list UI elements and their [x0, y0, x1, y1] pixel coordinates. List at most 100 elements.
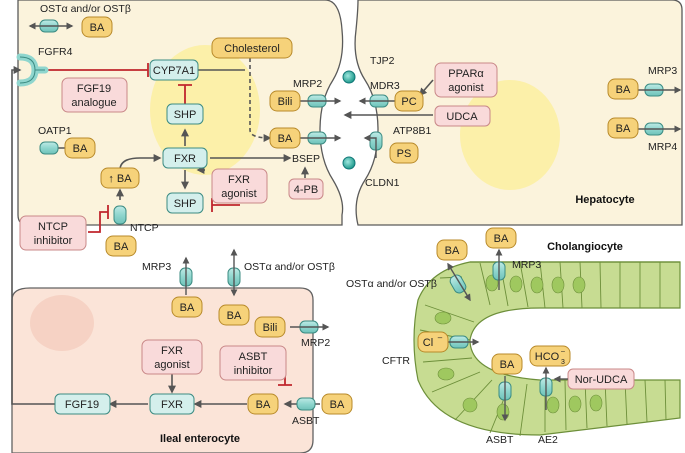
svg-text:BA: BA — [114, 241, 129, 253]
svg-text:BA: BA — [500, 359, 515, 371]
transporter-ae2 — [539, 366, 553, 410]
ppara-to-mdr3-arrow — [418, 79, 434, 97]
svg-text:PS: PS — [397, 148, 412, 160]
shp-inhibit-cyp7a1 — [178, 84, 192, 104]
svg-text:↑ BA: ↑ BA — [108, 173, 132, 185]
svg-text:SHP: SHP — [174, 198, 197, 210]
mdr3-label: MDR3 — [370, 80, 400, 92]
fgfr4-inhibit-cyp7a1 — [45, 63, 149, 77]
svg-text:FXR: FXR — [174, 153, 196, 165]
svg-text:HCO: HCO — [535, 351, 560, 363]
svg-text:FGF19: FGF19 — [65, 399, 99, 411]
udca-box: UDCA — [434, 105, 491, 127]
svg-text:BA: BA — [73, 143, 88, 155]
transporter-ost-top — [28, 19, 74, 33]
svg-text:FXR: FXR — [228, 174, 250, 186]
svg-text:UDCA: UDCA — [446, 111, 478, 123]
fgfr4-receptor — [16, 53, 49, 87]
transporter-mrp4-hep — [638, 122, 682, 136]
svg-text:CYP7A1: CYP7A1 — [153, 65, 195, 77]
fxr-hep-box: FXR — [162, 147, 208, 169]
svg-text:Cholesterol: Cholesterol — [224, 43, 280, 55]
fgf19-loop-arrow — [11, 66, 55, 405]
svg-text:–: – — [561, 348, 565, 355]
transporter-asbt-chol — [498, 376, 512, 422]
ba-pill: BA — [81, 16, 113, 38]
svg-text:Cl: Cl — [423, 337, 433, 349]
transporter-mrp2-hep — [298, 94, 342, 108]
svg-text:4-PB: 4-PB — [294, 184, 318, 196]
oatp1-label: OATP1 — [38, 125, 72, 137]
svg-text:BA: BA — [616, 123, 631, 135]
ba-pill: BA — [64, 137, 96, 159]
nor-udca-box: Nor-UDCA — [567, 368, 635, 390]
svg-text:BA: BA — [616, 84, 631, 96]
ost-top-label: OSTα and/or OSTβ — [40, 3, 131, 15]
svg-text:inhibitor: inhibitor — [34, 235, 73, 247]
asbt-chol-label: ASBT — [486, 434, 514, 446]
ba-pill: BA — [269, 127, 301, 149]
transporter-mrp3-ent — [179, 256, 193, 295]
pb4-box: 4-PB — [288, 178, 324, 200]
tjp2-label: TJP2 — [370, 55, 395, 67]
cyp7a1-box: CYP7A1 — [149, 59, 199, 81]
ntcp-inhibitor-box: NTCP inhibitor — [19, 215, 87, 251]
ost-chol-label: OSTα and/or OSTβ — [346, 278, 437, 290]
svg-text:FXR: FXR — [161, 399, 183, 411]
hepatocyte-label: Hepatocyte — [575, 194, 634, 206]
shp-lower-box: SHP — [166, 192, 204, 214]
ae2-label: AE2 — [538, 434, 558, 446]
svg-text:Nor-UDCA: Nor-UDCA — [575, 374, 628, 386]
atp8b1-label: ATP8B1 — [393, 125, 431, 137]
mrp2-ent-label: MRP2 — [301, 337, 330, 349]
pc-box: PC — [394, 90, 424, 112]
transporter-bsep — [298, 131, 342, 145]
transporter-mrp2-ent — [290, 320, 330, 334]
mrp2-hep-label: MRP2 — [293, 78, 322, 90]
ba-pill: BA — [247, 393, 279, 415]
ba-pill: BA — [105, 235, 137, 257]
bili-hep-box: Bili — [269, 90, 301, 112]
ba-pill: BA — [485, 227, 517, 249]
svg-text:agonist: agonist — [154, 359, 189, 371]
transporter-ntcp — [113, 205, 127, 225]
cftr-label: CFTR — [382, 355, 410, 367]
svg-text:BA: BA — [278, 133, 293, 145]
ba-pill: BA — [321, 393, 353, 415]
asbt-ent-label: ASBT — [292, 415, 320, 427]
cldn1-label: CLDN1 — [365, 177, 400, 189]
svg-text:analogue: analogue — [71, 97, 116, 109]
svg-text:SHP: SHP — [174, 109, 197, 121]
mrp3-ent-label: MRP3 — [142, 261, 171, 273]
svg-text:BA: BA — [256, 399, 271, 411]
fxr-ent-box: FXR — [149, 393, 195, 415]
svg-text:agonist: agonist — [448, 82, 483, 94]
bili-ent-box: Bili — [254, 316, 286, 338]
chol-to-ba-arrow — [249, 58, 272, 142]
shp-upper-box: SHP — [166, 103, 204, 125]
svg-text:BA: BA — [90, 22, 105, 34]
tjp2-junction — [342, 70, 356, 84]
svg-text:3: 3 — [561, 359, 565, 366]
svg-text:BA: BA — [227, 310, 242, 322]
mrp3-hep-label: MRP3 — [648, 65, 677, 77]
ba-pill: BA — [218, 304, 250, 326]
svg-text:BA: BA — [330, 399, 345, 411]
ba-pill: BA — [171, 296, 203, 318]
transporter-mrp3-hep — [638, 83, 682, 97]
enterocyte-label: Ileal enterocyte — [160, 433, 240, 445]
transporter-ost-ent — [227, 248, 241, 297]
ntcp-inhibitor-line — [88, 205, 109, 233]
svg-text:Bili: Bili — [278, 96, 293, 108]
fxr-agonist-inhibit-shp — [211, 198, 240, 212]
svg-text:inhibitor: inhibitor — [234, 365, 273, 377]
svg-text:NTCP: NTCP — [38, 221, 68, 233]
cholangiocyte-label: Cholangiocyte — [547, 241, 623, 253]
enterocyte-nucleus — [30, 295, 94, 351]
